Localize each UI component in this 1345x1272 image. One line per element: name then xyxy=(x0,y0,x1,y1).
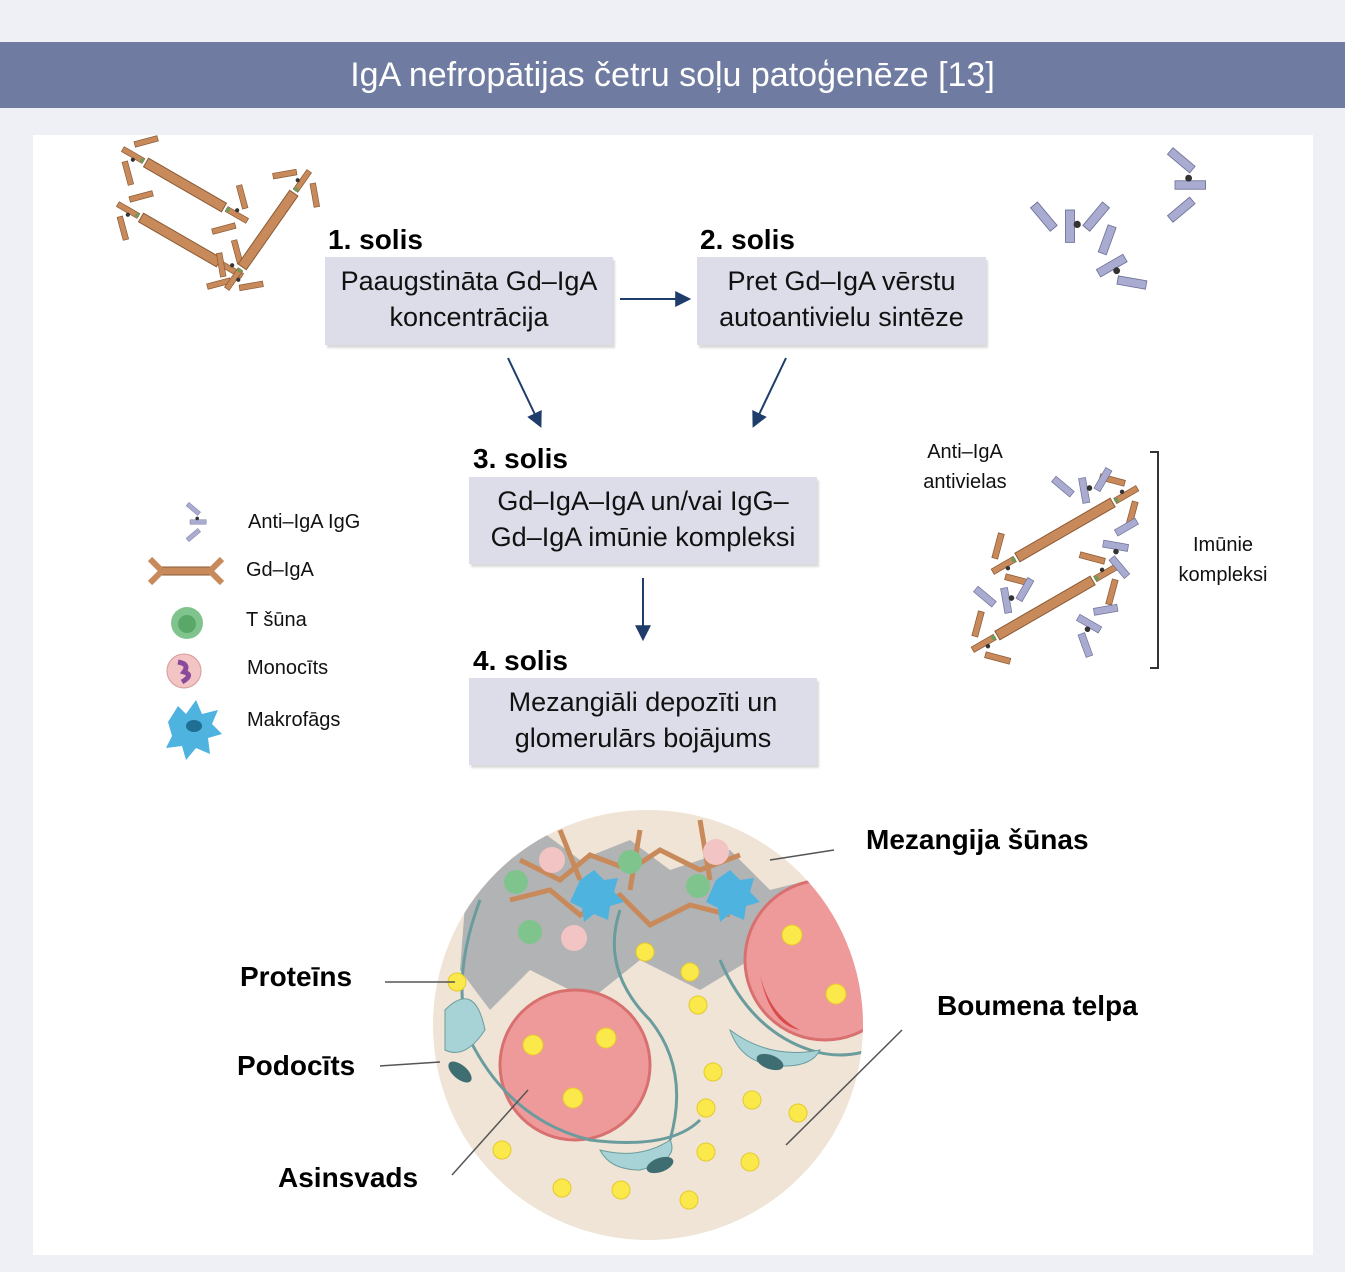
immune-complexes-line1: Imūnie xyxy=(1192,534,1254,556)
anti-iga-antibodies-line1: Anti–IgA xyxy=(927,441,1003,463)
protein-label: Proteīns xyxy=(240,961,353,992)
bowman-space-label: Boumena telpa xyxy=(937,990,1138,1021)
step-2-label: 2. solis xyxy=(700,224,795,255)
legend-t-cell-label: T šūna xyxy=(246,609,307,631)
glomerulus-illustration xyxy=(379,810,903,1240)
step-2-text-line1: Pret Gd–IgA vērstu xyxy=(727,266,956,296)
anti-iga-antibodies-icon xyxy=(1030,147,1207,306)
legend-gd-iga-label: Gd–IgA xyxy=(246,559,314,581)
legend-anti-iga-igg-label: Anti–IgA IgG xyxy=(248,511,361,533)
step-1-text-line1: Paaugstināta Gd–IgA xyxy=(340,266,598,296)
step-4-label: 4. solis xyxy=(473,645,568,676)
step-2-text-line2: autoantivielu sintēze xyxy=(719,302,964,332)
immune-complexes-line2: kompleksi xyxy=(1178,564,1268,586)
step-1-box: Paaugstināta Gd–IgA koncentrācija xyxy=(325,257,613,345)
step-3-text-line2: Gd–IgA imūnie kompleksi xyxy=(490,522,796,552)
blood-vessel-label: Asinsvads xyxy=(278,1162,419,1193)
anti-iga-antibodies-label: Anti–IgA antivielas xyxy=(915,437,1015,497)
legend-monocyte-label: Monocīts xyxy=(247,657,329,679)
step-3-label: 3. solis xyxy=(473,443,568,474)
mesangial-cells-label: Mezangija šūnas xyxy=(866,824,1089,855)
step-4-box: Mezangiāli depozīti un glomerulārs bojāj… xyxy=(469,678,817,765)
immune-complex-icon xyxy=(956,451,1159,677)
legend-macrophage-label: Makrofāgs xyxy=(247,709,341,731)
page-title: IgA nefropātijas četru soļu patoģenēze [… xyxy=(0,42,1345,108)
podocyte-label: Podocīts xyxy=(237,1050,356,1081)
step-1-label: 1. solis xyxy=(328,224,423,255)
anti-iga-igg-icon xyxy=(185,502,207,542)
gd-iga-icon xyxy=(147,556,225,586)
step-3-text-line1: Gd–IgA–IgA un/vai IgG– xyxy=(497,486,789,516)
flow-arrows xyxy=(507,291,787,642)
gd-iga-cluster-icon xyxy=(103,123,334,306)
step-4-text-line2: glomerulārs bojājums xyxy=(514,723,772,753)
step-4-text-line1: Mezangiāli depozīti un xyxy=(508,687,778,717)
step-2-box: Pret Gd–IgA vērstu autoantivielu sintēze xyxy=(697,257,986,345)
immune-complexes-label: Imūnie kompleksi xyxy=(1168,530,1278,590)
anti-iga-antibodies-line2: antivielas xyxy=(923,471,1007,493)
step-3-box: Gd–IgA–IgA un/vai IgG– Gd–IgA imūnie kom… xyxy=(469,477,817,564)
macrophage-icon xyxy=(166,700,222,760)
monocyte-icon xyxy=(166,653,202,689)
t-cell-icon xyxy=(171,607,203,639)
step-1-text-line2: koncentrācija xyxy=(389,302,549,332)
